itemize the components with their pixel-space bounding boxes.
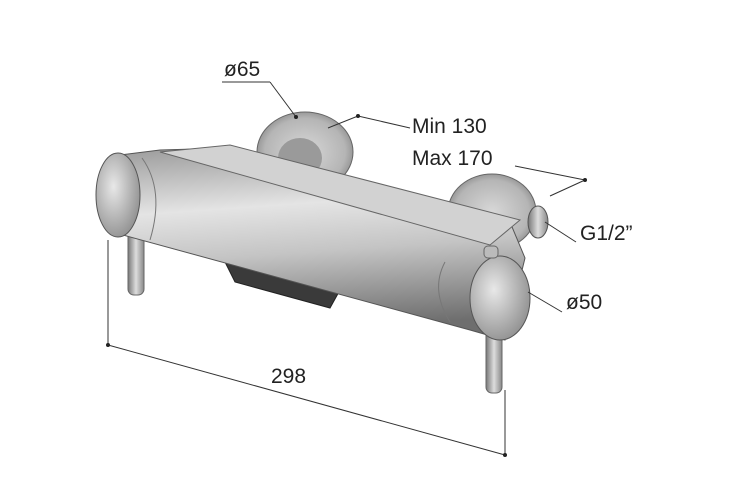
dimension-flange xyxy=(222,81,298,119)
dimension-length xyxy=(106,240,507,457)
dimension-wall-distance xyxy=(327,114,587,197)
label-min: Min 130 xyxy=(412,115,487,138)
label-body-diameter: ø50 xyxy=(566,291,602,314)
temperature-knob xyxy=(469,255,531,341)
label-thread: G1/2” xyxy=(580,222,633,245)
leader-thread xyxy=(544,221,577,243)
knob-button xyxy=(483,245,499,259)
label-max: Max 170 xyxy=(412,147,493,170)
leader-body-diameter xyxy=(527,291,563,313)
label-flange-diameter: ø65 xyxy=(224,58,260,81)
end-cap-left xyxy=(95,152,141,238)
label-length: 298 xyxy=(271,365,306,388)
top-shelf xyxy=(159,144,522,246)
